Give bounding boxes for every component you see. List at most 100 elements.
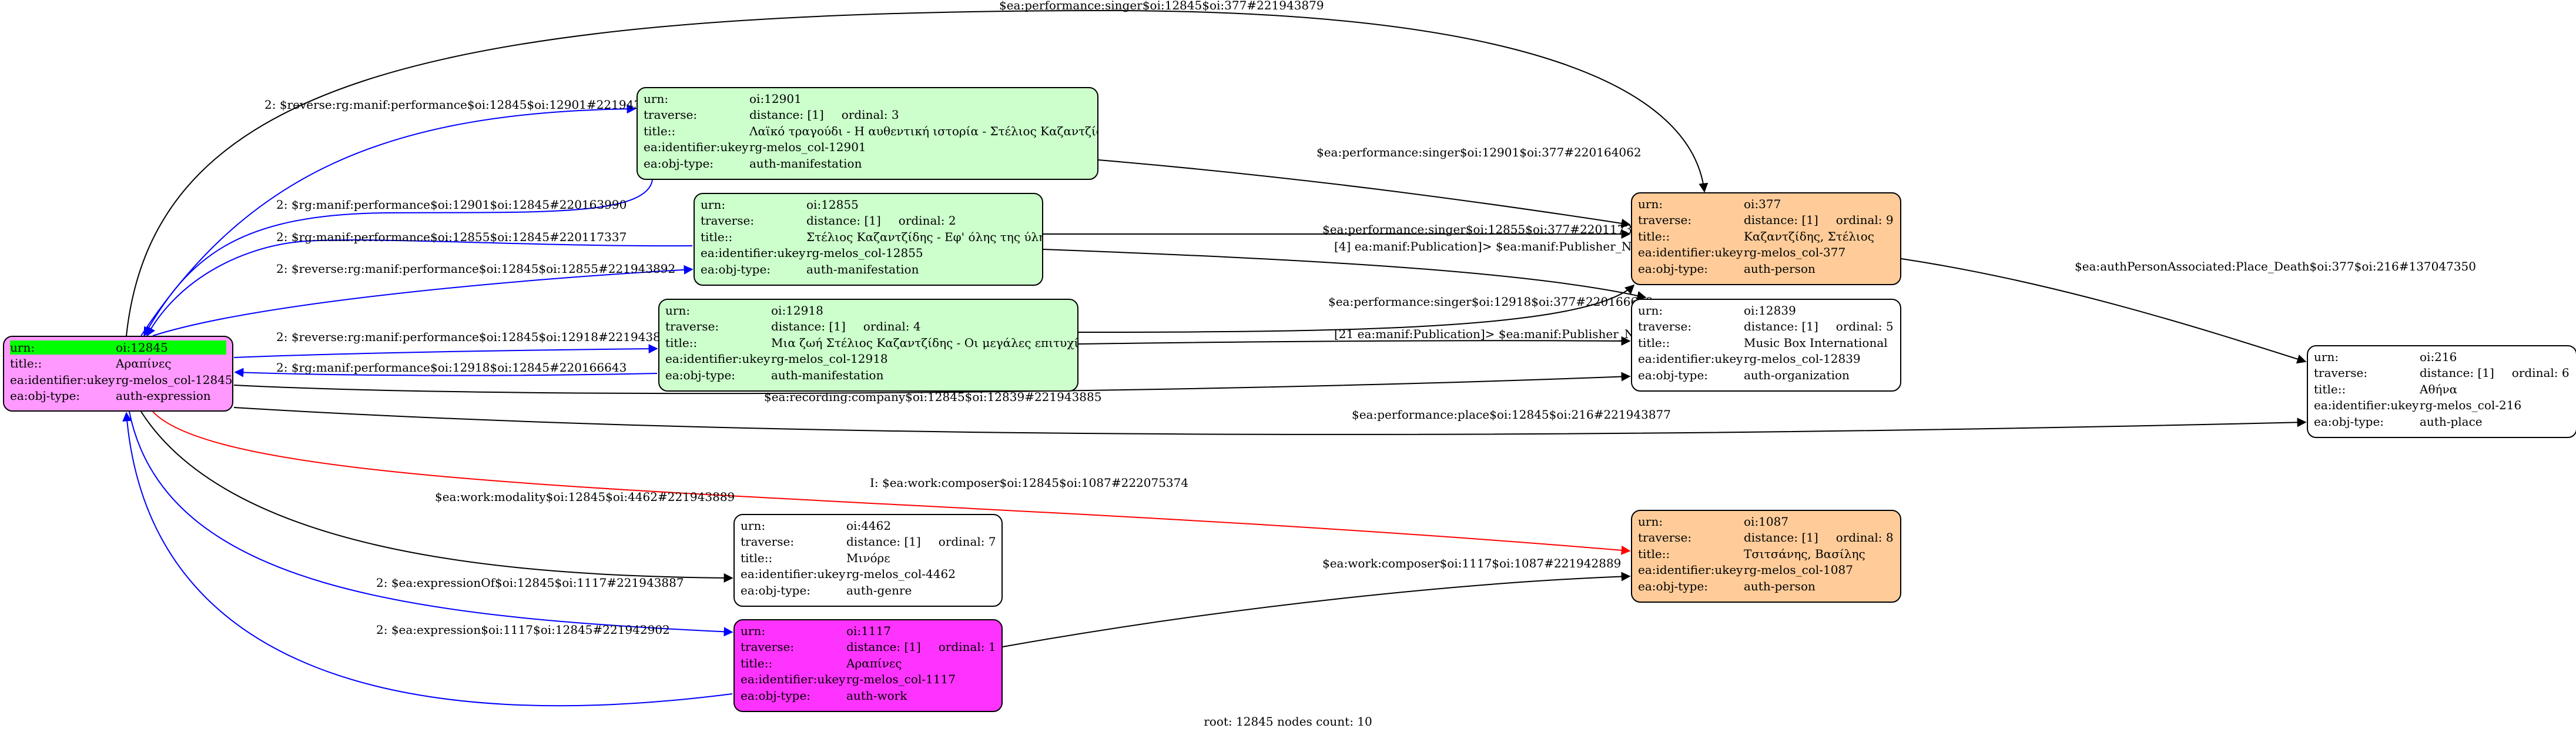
graph-footer: root: 12845 nodes count: 10	[1204, 714, 1372, 729]
edge-e-recording	[233, 372, 1631, 395]
node-ordinal: ordinal: 3	[841, 108, 899, 122]
node-urn: oi:12918	[771, 303, 823, 318]
node-distance: distance: [1]	[749, 108, 824, 122]
edge-label: 2: $ea:expressionOf$oi:12845$oi:1117#221…	[376, 576, 684, 590]
node-ordinal: ordinal: 5	[1835, 319, 1894, 334]
field-label: title::	[10, 356, 42, 371]
node-ordinal: ordinal: 1	[938, 640, 996, 654]
node-ukey: rg-melos_col-377	[1744, 245, 1846, 260]
edge-e-expressionOf	[129, 411, 733, 637]
node-type: auth-organization	[1744, 368, 1850, 382]
edge-e-expression	[122, 412, 733, 707]
node-title: Αραπίνες	[846, 656, 902, 670]
node-distance: distance: [1]	[2420, 366, 2494, 380]
field-label: urn:	[1638, 303, 1663, 318]
edge-e-12918-377	[1078, 284, 1635, 333]
node-title: Στέλιος Καζαντζίδης - Εφ' όλης της ύλης	[806, 229, 1043, 244]
node-title: Λαϊκό τραγούδι - Η αυθεντική ιστορία - Σ…	[749, 123, 1098, 138]
field-label: ea:obj-type:	[1638, 579, 1709, 593]
node-title: Αθήνα	[2420, 382, 2458, 396]
node-urn: oi:12855	[806, 197, 859, 212]
node-type: auth-place	[2420, 414, 2483, 429]
field-label: title::	[1638, 229, 1670, 243]
edge-label: 2: $reverse:rg:manif:performance$oi:1284…	[264, 98, 664, 112]
field-label: title::	[1638, 546, 1670, 561]
field-label: urn:	[701, 197, 726, 212]
edge-label: $ea:recording:company$oi:12845$oi:12839#…	[764, 390, 1101, 404]
field-label: ea:identifier:ukey	[2314, 398, 2419, 413]
node-distance: distance: [1]	[1744, 213, 1818, 228]
node-urn: oi:1117	[846, 623, 892, 638]
node-traverse: distance: [1]ordinal: 8	[1744, 530, 1894, 544]
edge-label: 2: $ea:expression$oi:1117$oi:12845#22194…	[376, 623, 670, 637]
edge-e-manif-12901	[143, 179, 653, 337]
field-label: ea:obj-type:	[1638, 261, 1709, 276]
node-distance: distance: [1]	[1744, 530, 1818, 545]
edge-label: 2: $rg:manif:performance$oi:12901$oi:128…	[276, 198, 627, 212]
node-title: Τσιτσάνης, Βασίλης	[1744, 546, 1865, 561]
field-label: ea:identifier:ukey	[10, 372, 115, 387]
node-type: auth-manifestation	[749, 156, 862, 171]
edge-e-12855-12839	[1043, 249, 1647, 300]
edge-label: $ea:work:composer$oi:1117$oi:1087#221942…	[1322, 556, 1621, 570]
field-label: urn:	[2314, 349, 2339, 364]
field-label: title::	[644, 123, 676, 138]
field-label: ea:obj-type:	[741, 583, 811, 597]
node-ukey: rg-melos_col-4462	[846, 567, 956, 582]
edge-e-manif-12918	[234, 368, 658, 377]
edge-label: 2: $rg:manif:performance$oi:12918$oi:128…	[276, 360, 627, 375]
node-ukey: rg-melos_col-12845	[116, 372, 233, 387]
node-distance: distance: [1]	[1744, 319, 1818, 334]
field-label: traverse:	[1638, 530, 1692, 545]
field-label: traverse:	[741, 640, 795, 654]
edge-label: $ea:authPersonAssociated:Place_Death$oi:…	[2075, 259, 2476, 273]
node-traverse: distance: [1]ordinal: 7	[846, 534, 996, 549]
node-ukey: rg-melos_col-12839	[1744, 352, 1861, 366]
node-traverse: distance: [1] ordinal: 3	[749, 108, 1091, 122]
node-ordinal: ordinal: 9	[1835, 213, 1894, 228]
field-label: title::	[741, 656, 773, 670]
edge-label: 2: $rg:manif:performance$oi:12855$oi:128…	[276, 230, 627, 244]
node-urn: oi:12845	[116, 340, 226, 355]
field-label: traverse:	[2314, 366, 2368, 380]
node-title: Μια ζωή Στέλιος Καζαντζίδης - Οι μεγάλες…	[771, 335, 1078, 350]
edge-label: $ea:work:modality$oi:12845$oi:4462#22194…	[435, 490, 735, 504]
node-type: auth-manifestation	[806, 262, 919, 276]
node-urn: oi:1087	[1744, 514, 1789, 529]
node-title: Καζαντζίδης, Στέλιος	[1744, 229, 1874, 243]
edge-label: 2: $reverse:rg:manif:performance$oi:1284…	[276, 262, 675, 276]
field-label: ea:obj-type:	[665, 368, 736, 382]
node-type: auth-work	[846, 688, 907, 703]
node-ordinal: ordinal: 6	[2511, 366, 2570, 380]
node-title: Μινόρε	[846, 550, 890, 565]
node-traverse: distance: [1]ordinal: 4	[771, 319, 1071, 333]
node-oi-12845[interactable]: urn:oi:12845 title::Αραπίνες ea:identifi…	[3, 336, 233, 412]
field-label: traverse:	[644, 108, 698, 122]
field-label: ea:identifier:ukey	[1638, 245, 1743, 260]
field-label: urn:	[1638, 514, 1663, 529]
field-label: urn:	[741, 623, 766, 638]
field-label: urn:	[10, 340, 116, 355]
node-traverse: distance: [1] ordinal: 6	[2420, 366, 2570, 380]
field-label: ea:obj-type:	[701, 262, 771, 276]
node-type: auth-person	[1744, 579, 1815, 593]
edge-e-12918-12839	[1078, 336, 1631, 346]
edge-e-perf-singer-377	[126, 9, 1709, 336]
edge-e-rev-12901	[140, 104, 637, 336]
edge-e-1117-1087	[1002, 572, 1631, 647]
node-urn: oi:4462	[846, 518, 892, 533]
node-oi-1087[interactable]: urn: oi:1087 traverse: distance: [1]ordinal…	[1631, 510, 1901, 603]
field-label: ea:obj-type:	[2314, 414, 2384, 429]
field-label: ea:identifier:ukey	[701, 246, 806, 260]
field-label: title::	[701, 229, 733, 244]
edge-e-modality	[140, 411, 733, 583]
